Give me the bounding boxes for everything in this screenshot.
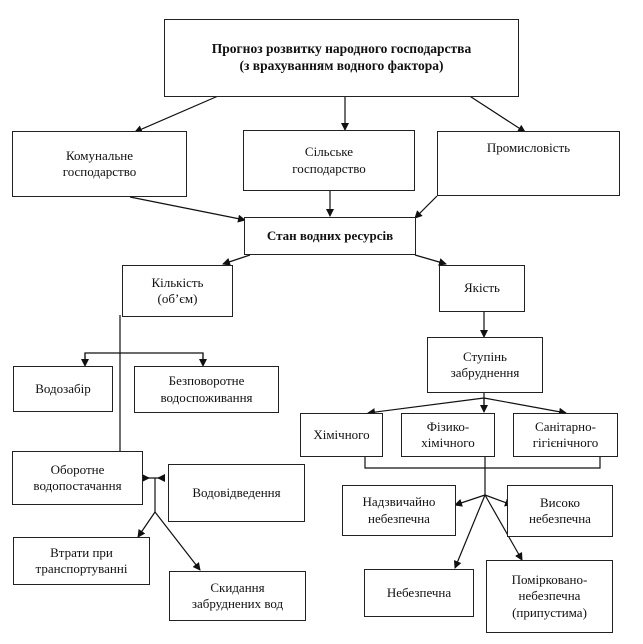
- polluted-discharge-box: Скидання забруднених вод: [169, 571, 306, 621]
- wastewater-discharge-box: Водовідведення: [168, 464, 305, 522]
- dangerous-box: Небезпечна: [364, 569, 474, 617]
- transport-losses-box: Втрати при транспортуванні: [13, 537, 150, 585]
- water-intake-box: Водозабір: [13, 366, 113, 412]
- extremely-dangerous-box: Надзвичайно небезпечна: [342, 485, 456, 536]
- industry-sector-box: Промисловість: [437, 131, 620, 196]
- moderately-dangerous-box: Помірковано- небезпечна (припустима): [486, 560, 613, 633]
- highly-dangerous-box: Високо небезпечна: [507, 485, 613, 537]
- circulating-supply-box: Оборотне водопостачання: [12, 451, 143, 505]
- sanitary-hygienic-box: Санітарно- гігієнічного: [513, 413, 618, 457]
- communal-sector-box: Комунальне господарство: [12, 131, 187, 197]
- irreversible-consumption-box: Безповоротне водоспоживання: [134, 366, 279, 413]
- quantity-box: Кількість (об’єм): [122, 265, 233, 317]
- pollution-degree-box: Ступінь забруднення: [427, 337, 543, 393]
- water-state-box: Стан водних ресурсів: [244, 217, 416, 255]
- title-box: Прогноз розвитку народного господарства …: [164, 19, 519, 97]
- chemical-box: Хімічного: [300, 413, 383, 457]
- agriculture-sector-box: Сільське господарство: [243, 130, 415, 191]
- physicochemical-box: Фізико- хімічного: [401, 413, 495, 457]
- quality-box: Якість: [439, 265, 525, 312]
